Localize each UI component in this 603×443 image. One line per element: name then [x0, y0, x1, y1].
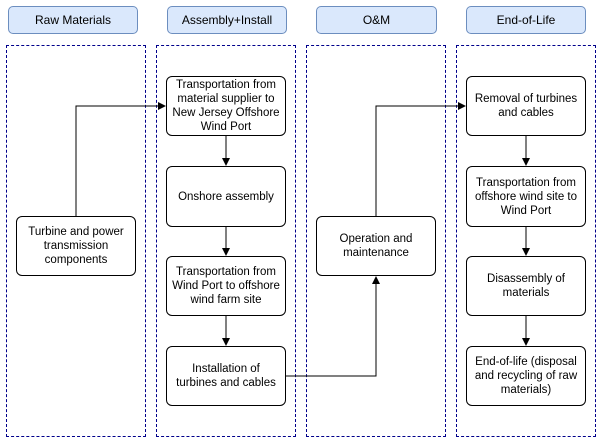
node-onshore-assembly: Onshore assembly: [166, 166, 286, 227]
node-transport-port-to-site: Transportation from Wind Port to offshor…: [166, 256, 286, 316]
node-removal: Removal of turbines and cables: [466, 76, 586, 136]
node-operation: Operation and maintenance: [316, 216, 436, 276]
lane-om: [306, 45, 446, 437]
lane-header-assembly-install: Assembly+Install: [167, 6, 287, 34]
edge-installation-to-operation: [286, 276, 380, 377]
node-transport-site-to-port: Transportation from offshore wind site t…: [466, 166, 586, 227]
lane-header-raw-materials: Raw Materials: [8, 6, 138, 34]
lane-assembly-install: [156, 45, 296, 437]
lane-header-end-of-life: End-of-Life: [466, 6, 586, 34]
node-transport-supplier-to-port: Transportation from material supplier to…: [166, 76, 286, 136]
edge-raw-to-transport: [75, 102, 166, 216]
lane-end-of-life: [456, 45, 596, 437]
edge-operation-to-removal: [375, 102, 466, 216]
lane-raw-materials: [6, 45, 146, 437]
node-installation: Installation of turbines and cables: [166, 346, 286, 406]
node-disassembly: Disassembly of materials: [466, 256, 586, 316]
lane-header-om: O&M: [316, 6, 437, 34]
node-raw-components: Turbine and power transmission component…: [16, 216, 136, 276]
node-end-of-life: End-of-life (disposal and recycling of r…: [466, 346, 586, 406]
